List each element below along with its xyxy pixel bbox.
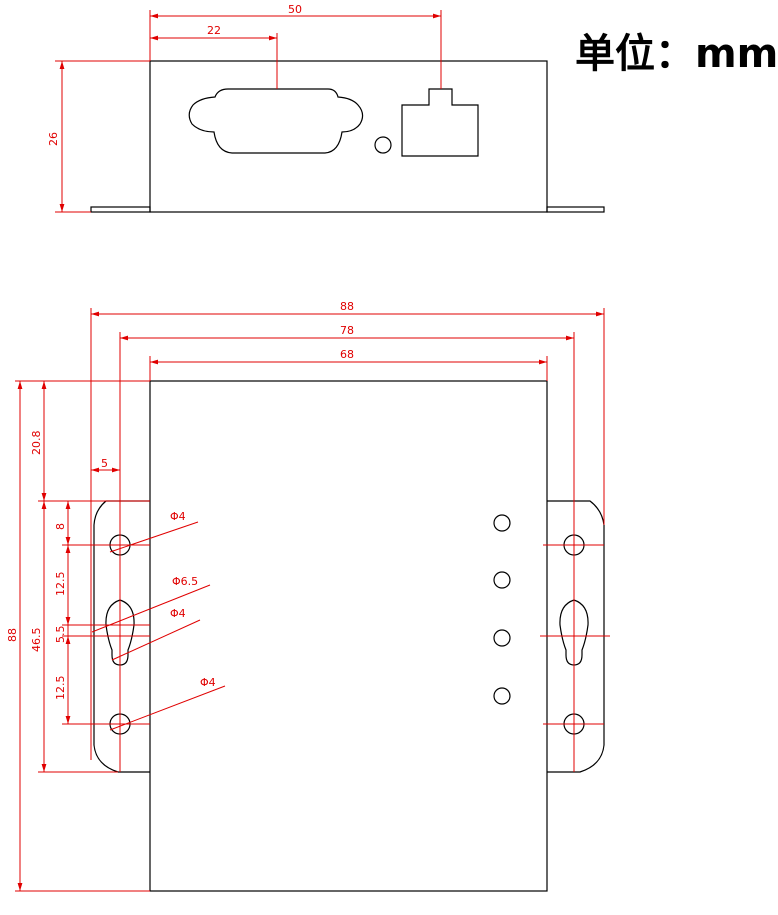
top-view: 50 22 26 (47, 3, 605, 213)
device-body-front (149, 60, 548, 213)
dim-5-5: 5.5 (54, 626, 67, 644)
led-1 (493, 514, 511, 532)
db-connector (188, 88, 364, 154)
callout-phi4-top: Φ4 (170, 510, 186, 523)
dim-20-8: 20.8 (30, 431, 43, 456)
dim-26: 26 (47, 132, 60, 146)
dim-88-width: 88 (340, 300, 354, 313)
led-3 (493, 629, 511, 647)
dim-88-height: 88 (6, 628, 19, 642)
dim-68-width: 68 (340, 348, 354, 361)
dim-50: 50 (288, 3, 302, 16)
left-mounting-ear (93, 500, 150, 773)
device-body-plan (149, 380, 548, 892)
dim-8: 8 (54, 523, 67, 530)
dim-78-width: 78 (340, 324, 354, 337)
unit-label: 单位：mm (575, 31, 778, 77)
dim-5: 5 (101, 457, 108, 470)
left-flange (90, 206, 151, 213)
right-flange (546, 206, 605, 213)
dim-46-5: 46.5 (30, 628, 43, 653)
callout-phi6-5: Φ6.5 (172, 575, 198, 588)
led-2 (493, 571, 511, 589)
bottom-view: 88 78 68 88 20.8 5 8 12.5 5.5 (6, 300, 610, 892)
callout-phi4-bottom: Φ4 (200, 676, 216, 689)
dim-12-5-upper: 12.5 (54, 572, 67, 597)
right-mounting-ear (547, 500, 605, 773)
dim-22: 22 (207, 24, 221, 37)
indicator-hole (374, 136, 392, 154)
rj-connector (401, 88, 479, 157)
led-4 (493, 687, 511, 705)
callout-phi4-mid: Φ4 (170, 607, 186, 620)
dim-12-5-lower: 12.5 (54, 676, 67, 701)
